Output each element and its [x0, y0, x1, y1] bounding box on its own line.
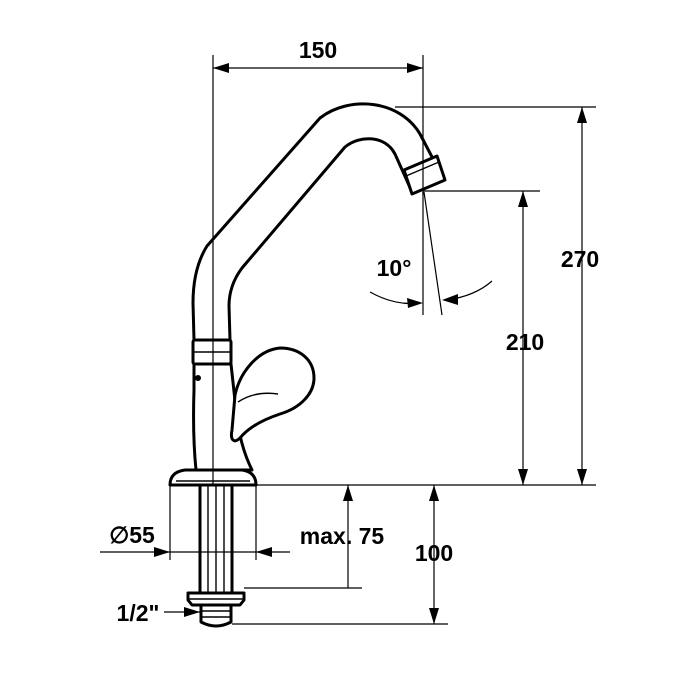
- water-jet-angled: [423, 191, 443, 316]
- arrow-100-bottom: [429, 608, 439, 624]
- label-270: 270: [561, 246, 599, 272]
- extension-lines: [169, 55, 596, 625]
- arrow-angle-left: [407, 298, 423, 308]
- threaded-connector: [199, 603, 233, 628]
- label-diameter-55: ∅55: [109, 522, 155, 548]
- label-10-degrees: 10°: [377, 255, 412, 281]
- spout-tube: [191, 102, 445, 342]
- arrow-210-bottom: [518, 469, 528, 485]
- aerator-nozzle: [402, 154, 447, 196]
- arrow-210-top: [518, 191, 528, 207]
- lever-handle-detail: [237, 392, 279, 403]
- label-100: 100: [415, 540, 453, 566]
- arrow-150-left: [213, 63, 229, 73]
- label-150: 150: [299, 37, 337, 63]
- valve-indicator-dot: [195, 375, 201, 381]
- arrow-diameter-left: [154, 547, 170, 557]
- faucet: [168, 102, 447, 628]
- arrow-100-top: [429, 485, 439, 501]
- label-max-75: max. 75: [300, 523, 385, 549]
- arrow-270-top: [577, 107, 587, 123]
- arrow-max-75-top: [343, 485, 353, 501]
- arrow-angle-right: [442, 294, 458, 305]
- arrow-thread: [184, 607, 200, 617]
- label-thread-half-inch: 1/2": [117, 600, 160, 626]
- label-210: 210: [506, 329, 544, 355]
- arrow-150-right: [407, 63, 423, 73]
- lever-handle: [230, 346, 316, 443]
- dimension-lines: [100, 63, 587, 624]
- dimension-labels: 150 270 210 10° ∅55 max. 75 100 1/2": [109, 37, 599, 626]
- arrow-diameter-right: [256, 547, 272, 557]
- arrow-270-bottom: [577, 469, 587, 485]
